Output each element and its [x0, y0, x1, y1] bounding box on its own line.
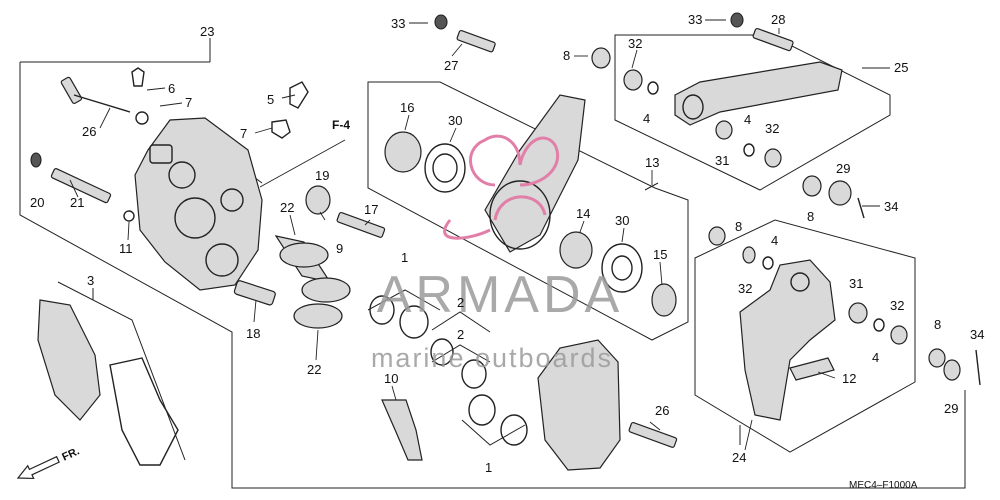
caliper-outer-half — [537, 339, 678, 471]
callout-2: 2 — [457, 327, 464, 342]
callout-30: 30 — [448, 113, 462, 128]
callout-3: 3 — [87, 273, 94, 288]
callout-29: 29 — [944, 401, 958, 416]
callout-27: 27 — [444, 58, 458, 73]
callout-4: 4 — [872, 350, 879, 365]
callout-33: 33 — [688, 12, 702, 27]
callout-9: 9 — [336, 241, 343, 256]
callout-25: 25 — [894, 60, 908, 75]
callout-14: 14 — [576, 206, 590, 221]
callouts: 23 6 7 5 7 26 20 21 11 19 17 9 22 22 3 1… — [30, 12, 984, 491]
reference-label: F-4 — [332, 118, 350, 132]
callout-31: 31 — [849, 276, 863, 291]
callout-8: 8 — [735, 219, 742, 234]
callout-26: 26 — [82, 124, 96, 139]
right-side-pistons-and-bolts — [233, 185, 386, 329]
callout-34: 34 — [884, 199, 898, 214]
callout-32: 32 — [890, 298, 904, 313]
front-direction-arrow: FR. — [16, 445, 81, 480]
callout-8: 8 — [934, 317, 941, 332]
caliper-bracket-outline — [367, 81, 689, 341]
callout-32: 32 — [765, 121, 779, 136]
right-bracket-outline — [694, 219, 916, 453]
callout-4: 4 — [744, 112, 751, 127]
piston-seals — [369, 295, 528, 446]
watermark-tagline: marine outboards — [371, 343, 613, 373]
right-bracket-parts — [708, 226, 981, 421]
callout-32: 32 — [738, 281, 752, 296]
callout-5: 5 — [267, 92, 274, 107]
callout-8: 8 — [807, 209, 814, 224]
watermark-logo — [443, 134, 559, 240]
callout-15: 15 — [653, 247, 667, 262]
callout-12: 12 — [842, 371, 856, 386]
callout-31: 31 — [715, 153, 729, 168]
callout-20: 20 — [30, 195, 44, 210]
caliper-bracket-parts — [384, 94, 677, 317]
callout-24: 24 — [732, 450, 746, 465]
callout-13: 13 — [645, 155, 659, 170]
watermark-brand: ARMADA — [377, 266, 623, 324]
upper-bolts — [434, 12, 794, 69]
callout-2: 2 — [457, 295, 464, 310]
callout-29: 29 — [836, 161, 850, 176]
callout-7: 7 — [240, 126, 247, 141]
callout-22: 22 — [307, 362, 321, 377]
caliper-body — [134, 117, 263, 291]
direction-label: FR. — [60, 445, 81, 463]
leader-lines — [69, 19, 880, 451]
callout-10: 10 — [384, 371, 398, 386]
callout-21: 21 — [70, 195, 84, 210]
callout-16: 16 — [400, 100, 414, 115]
caliper-assembly-outline — [19, 62, 966, 489]
group-outlines — [19, 34, 966, 489]
callout-28: 28 — [771, 12, 785, 27]
callout-34: 34 — [970, 327, 984, 342]
callout-23: 23 — [200, 24, 214, 39]
callout-22: 22 — [280, 200, 294, 215]
watermark: ARMADA marine outboards — [371, 134, 623, 373]
callout-33: 33 — [391, 16, 405, 31]
callout-4: 4 — [643, 111, 650, 126]
callout-19: 19 — [315, 168, 329, 183]
callout-1: 1 — [485, 460, 492, 475]
callout-1: 1 — [401, 250, 408, 265]
brake-pads — [37, 299, 423, 466]
callout-32: 32 — [628, 36, 642, 51]
callout-6: 6 — [168, 81, 175, 96]
callout-7: 7 — [185, 95, 192, 110]
callout-30: 30 — [615, 213, 629, 228]
callout-17: 17 — [364, 202, 378, 217]
callout-4: 4 — [771, 233, 778, 248]
link-arm-parts — [623, 61, 865, 219]
callout-11: 11 — [119, 241, 133, 256]
callout-26: 26 — [655, 403, 669, 418]
callout-18: 18 — [246, 326, 260, 341]
diagram-code: MEC4–F1000A — [849, 480, 918, 491]
bleeder-and-pins — [30, 67, 309, 222]
callout-8: 8 — [563, 48, 570, 63]
